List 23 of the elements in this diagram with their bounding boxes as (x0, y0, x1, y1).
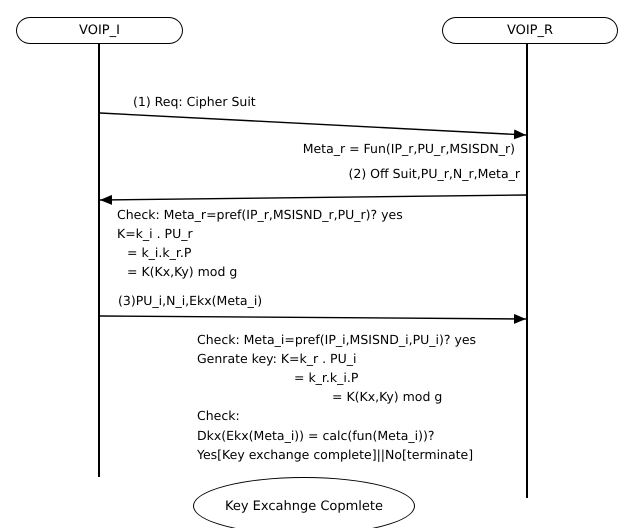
annotation-text: Yes[Key exchange complete]||No[terminate] (197, 447, 474, 462)
annotation-text: = k_i.k_r.P (127, 245, 192, 260)
end-state-ellipse: Key Excahnge Copmlete (193, 477, 415, 528)
lifeline (526, 44, 528, 498)
annotation-text: = k_r.k_i.P (294, 370, 358, 385)
message-label: (3)PU_i,N_i,Ekx(Meta_i) (118, 293, 262, 308)
annotation-text: Check: Meta_r=pref(IP_r,MSISND_r,PU_r)? yes (117, 207, 403, 222)
message-label: (2) Off Suit,PU_r,N_r,Meta_r (348, 166, 520, 181)
annotation-text: Meta_r = Fun(IP_r,PU_r,MSISDN_r) (302, 141, 515, 156)
lifeline (98, 44, 100, 477)
annotation-text: = K(Kx,Ky) mod g (332, 389, 442, 404)
annotation-text: Check: Meta_i=pref(IP_i,MSISND_i,PU_i)? yes (197, 332, 476, 347)
annotation-text: = K(Kx,Ky) mod g (127, 264, 238, 279)
message-arrow (100, 112, 526, 140)
annotation-text: K=k_i . PU_r (117, 226, 193, 241)
annotation-text: Check: (197, 408, 240, 423)
annotation-text: Dkx(Ekx(Meta_i)) = calc(fun(Meta_i))? (197, 428, 435, 443)
message-arrow (100, 314, 526, 324)
message-arrow (100, 194, 526, 205)
participant-box: VOIP_I (16, 17, 183, 44)
participant-box: VOIP_R (442, 17, 618, 44)
annotation-text: Genrate key: K=k_r . PU_i (197, 351, 356, 366)
message-label: (1) Req: Cipher Suit (133, 94, 256, 109)
